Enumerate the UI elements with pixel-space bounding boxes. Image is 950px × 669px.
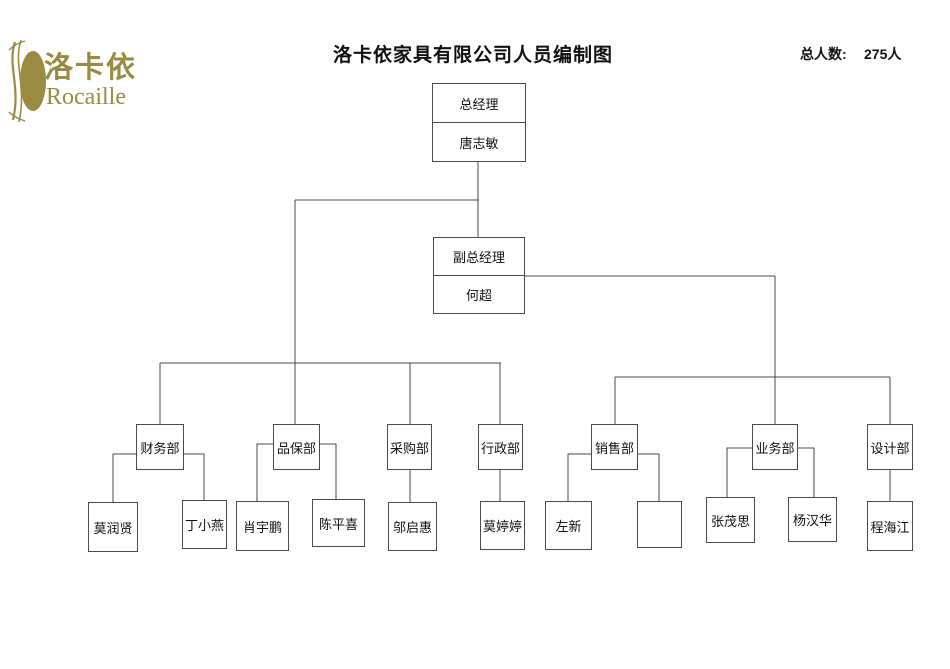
person-box: 丁小燕 [182, 500, 227, 549]
person-box: 邬启惠 [388, 502, 437, 551]
person-box: 杨汉华 [788, 497, 837, 542]
logo-latin-name: Rocaille [46, 84, 126, 110]
person-box: 程海江 [867, 501, 913, 551]
finance-dept-box: 财务部 [136, 424, 184, 470]
person-box: 陈平喜 [312, 499, 365, 547]
purchasing-dept-box: 采购部 [387, 424, 432, 470]
person-box: 左新 [545, 501, 592, 550]
person-box: 莫婷婷 [480, 501, 525, 550]
general-manager-title: 总经理 [459, 96, 499, 112]
person-box-empty [637, 501, 682, 548]
page-title: 洛卡依家具有限公司人员编制图 [333, 45, 614, 66]
headcount-label: 总人数: [800, 46, 847, 62]
general-manager-name: 唐志敏 [433, 122, 525, 161]
design-dept-box: 设计部 [867, 424, 913, 470]
headcount-value: 275人 [864, 46, 902, 62]
admin-dept-box: 行政部 [478, 424, 523, 470]
person-box: 肖宇鹏 [236, 501, 289, 551]
person-box: 莫润贤 [88, 502, 138, 552]
logo-chinese-name: 洛卡依 [44, 52, 138, 84]
general-manager-node: 总经理 唐志敏 [432, 83, 526, 162]
logo-monogram-icon [8, 39, 46, 123]
business-dept-box: 业务部 [752, 424, 798, 470]
quality-dept-box: 品保部 [273, 424, 320, 470]
person-box: 张茂思 [706, 497, 755, 543]
sales-dept-box: 销售部 [591, 424, 638, 470]
deputy-general-manager-name: 何超 [434, 275, 524, 313]
deputy-general-manager-title: 副总经理 [452, 250, 505, 265]
deputy-general-manager-node: 副总经理 何超 [433, 237, 525, 314]
